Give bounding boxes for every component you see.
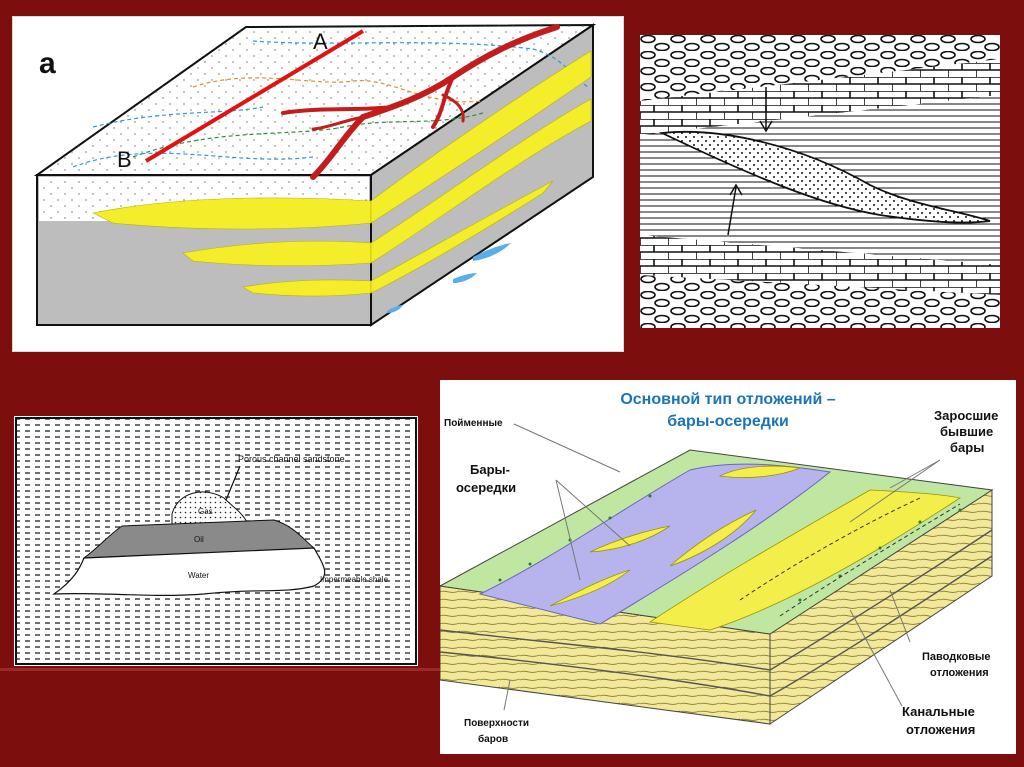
title-line-2: бары-осередки [667, 413, 789, 430]
label-overgrown-line-2: бывшие [940, 424, 993, 439]
label-overgrown-line-1: Заросшие [934, 408, 998, 423]
label-a: A [313, 29, 328, 54]
label-b: B [117, 147, 132, 172]
reservoir-panel: Porous channel sandstone Gas Oil Water I… [14, 416, 418, 666]
label-surfaces-line-1: Поверхности [464, 718, 529, 729]
label-oil: Oil [194, 535, 204, 544]
sand-lens-panel [640, 35, 1000, 328]
label-shale: Impermeable shale [320, 575, 389, 584]
panel-letter: a [39, 47, 56, 80]
sand-lens-diagram [640, 35, 1000, 328]
label-sandstone: Porous channel sandstone [238, 454, 345, 464]
block-diagram: a A B [13, 17, 623, 351]
label-bars-line-2: осередки [456, 480, 516, 495]
label-channel-line-1: Канальные [902, 704, 975, 719]
label-bars-line-1: Бары- [470, 462, 510, 477]
title-line-1: Основной тип отложений – [620, 391, 835, 408]
braided-river-panel: Основной тип отложений – бары-осередки П… [440, 380, 1016, 754]
label-channel-line-2: отложения [906, 722, 975, 737]
label-flood-line-2: отложения [930, 667, 989, 679]
label-gas: Gas [198, 507, 213, 516]
label-overgrown-line-3: бары [950, 440, 984, 455]
braided-river-diagram: Основной тип отложений – бары-осередки П… [440, 380, 1016, 754]
label-flood-line-1: Паводковые [922, 651, 991, 663]
label-surfaces-line-2: баров [478, 733, 508, 745]
label-floodplain: Пойменные [444, 418, 503, 429]
label-water: Water [188, 571, 209, 580]
reservoir-diagram: Porous channel sandstone Gas Oil Water I… [14, 416, 418, 666]
block-diagram-panel: a A B [12, 16, 624, 352]
decorative-strip [0, 668, 440, 671]
